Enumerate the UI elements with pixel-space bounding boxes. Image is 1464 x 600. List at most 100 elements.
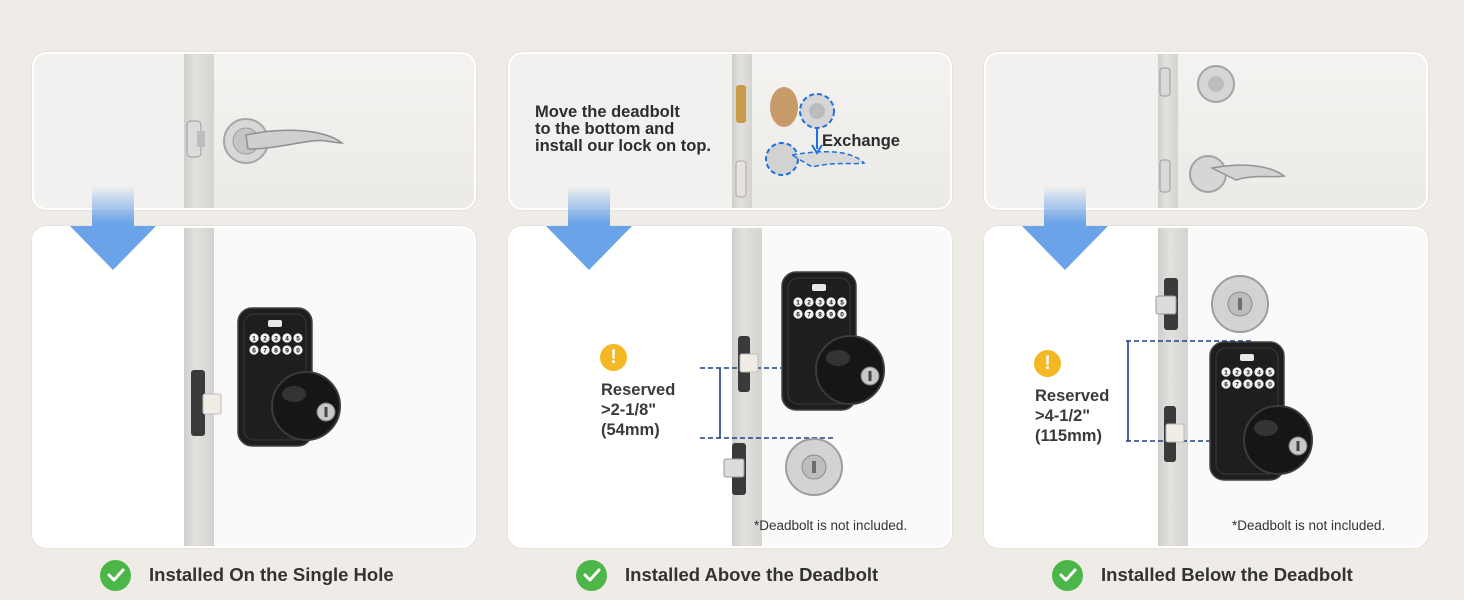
keypad-button-icon [260,345,270,355]
keypad-digit: 2 [807,300,811,307]
keypad-digit: 9 [1257,382,1261,389]
check-icon [576,559,607,591]
deadbolt-and-lever-icon [1159,65,1286,193]
latch-plate-icon [191,370,222,436]
footnote: *Deadbolt is not included. [1232,518,1386,533]
keypad-digit: 6 [252,348,256,355]
keypad-button-icon [271,333,281,343]
keypad-digit: 9 [829,312,833,319]
keypad-button-icon [1254,367,1264,377]
down-arrow-icon [1022,186,1108,270]
reserved-line: >4-1/2" [1035,407,1091,425]
keypad-button-icon [826,297,836,307]
lever-handle-icon [186,118,345,164]
reserved-line: (54mm) [601,421,660,439]
keypad-digit: 2 [1235,370,1239,377]
keypad-button-icon [1221,367,1231,377]
reserved-line: >2-1/8" [601,401,657,419]
down-arrow-icon [546,186,632,270]
keypad-button-icon [793,309,803,319]
keypad-digit: 7 [263,348,267,355]
check-icon [100,559,131,591]
keypad-digit: 7 [807,312,811,319]
keypad-digit: 9 [285,348,289,355]
exchange-diagram-icon [735,85,866,198]
keypad-button-icon [793,297,803,307]
keypad-digit: 8 [274,348,278,355]
keypad-button-icon [826,309,836,319]
keypad-button-icon [804,297,814,307]
column-above-deadbolt: Move the deadbolt to the bottom and inst… [506,0,956,600]
reserved-line: Reserved [1035,387,1110,405]
keypad-button-icon [271,345,281,355]
exchange-label: Exchange [822,132,900,150]
instruction-note: Move the deadbolt to the bottom and inst… [535,104,711,155]
caption: Installed Below the Deadbolt [1052,558,1353,592]
keypad-button-icon [1243,379,1253,389]
deadbolt-icon [723,438,843,496]
before-panel: Move the deadbolt to the bottom and inst… [508,52,952,210]
keypad-button-icon [1254,379,1264,389]
keypad-digit: 6 [796,312,800,319]
warning-icon: ! [1034,350,1061,377]
reserved-label: Reserved >4-1/2" (115mm) [1035,386,1109,446]
reserved-label: Reserved >2-1/8" (54mm) [601,380,675,440]
keypad-digit: 5 [1268,370,1272,377]
keypad-button-icon [815,309,825,319]
keypad-button-icon [815,297,825,307]
down-arrow-icon [70,186,156,270]
keypad-button-icon [1232,379,1242,389]
caption-label: Installed Above the Deadbolt [625,564,879,585]
caption: Installed Above the Deadbolt [576,558,878,592]
keypad-button-icon [1221,379,1231,389]
keypad-digit: 6 [1224,382,1228,389]
keypad-digit: 4 [285,336,289,343]
latch-plate-icon [738,336,759,392]
keypad-digit: 0 [296,348,300,355]
keypad-button-icon [249,333,259,343]
caption-label: Installed On the Single Hole [149,564,394,585]
footnote: *Deadbolt is not included. [754,518,908,533]
keypad-digit: 3 [1246,370,1250,377]
door-face [752,54,950,208]
keypad-digit: 2 [263,336,267,343]
keypad-digit: 4 [1257,370,1261,377]
keypad-button-icon [837,309,847,319]
keypad-button-icon [1265,379,1275,389]
latch-plate-icon [1164,406,1185,462]
keypad-digit: 0 [1268,382,1272,389]
note-line: to the bottom and [535,120,675,138]
keypad-digit: 4 [829,300,833,307]
keypad-digit: 1 [1224,370,1228,377]
note-line: install our lock on top. [535,137,712,155]
keypad-button-icon [1232,367,1242,377]
keypad-button-icon [1265,367,1275,377]
keypad-button-icon [804,309,814,319]
keypad-digit: 3 [274,336,278,343]
keypad-digit: 8 [818,312,822,319]
note-line: Move the deadbolt [535,103,680,121]
keypad-digit: 5 [296,336,300,343]
keypad-button-icon [293,333,303,343]
caption: Installed On the Single Hole [100,558,394,592]
keypad-digit: 0 [840,312,844,319]
keypad-digit: 1 [796,300,800,307]
keypad-button-icon [249,345,259,355]
keypad-digit: 5 [840,300,844,307]
before-panel [32,52,476,210]
check-icon [1052,559,1083,591]
deadbolt-icon [1155,275,1269,333]
keypad-button-icon [282,345,292,355]
keypad-button-icon [1243,367,1253,377]
keypad-digit: 3 [818,300,822,307]
reserved-line: Reserved [601,381,676,399]
keypad-button-icon [293,345,303,355]
reserved-line: (115mm) [1035,427,1102,445]
keypad-button-icon [282,333,292,343]
